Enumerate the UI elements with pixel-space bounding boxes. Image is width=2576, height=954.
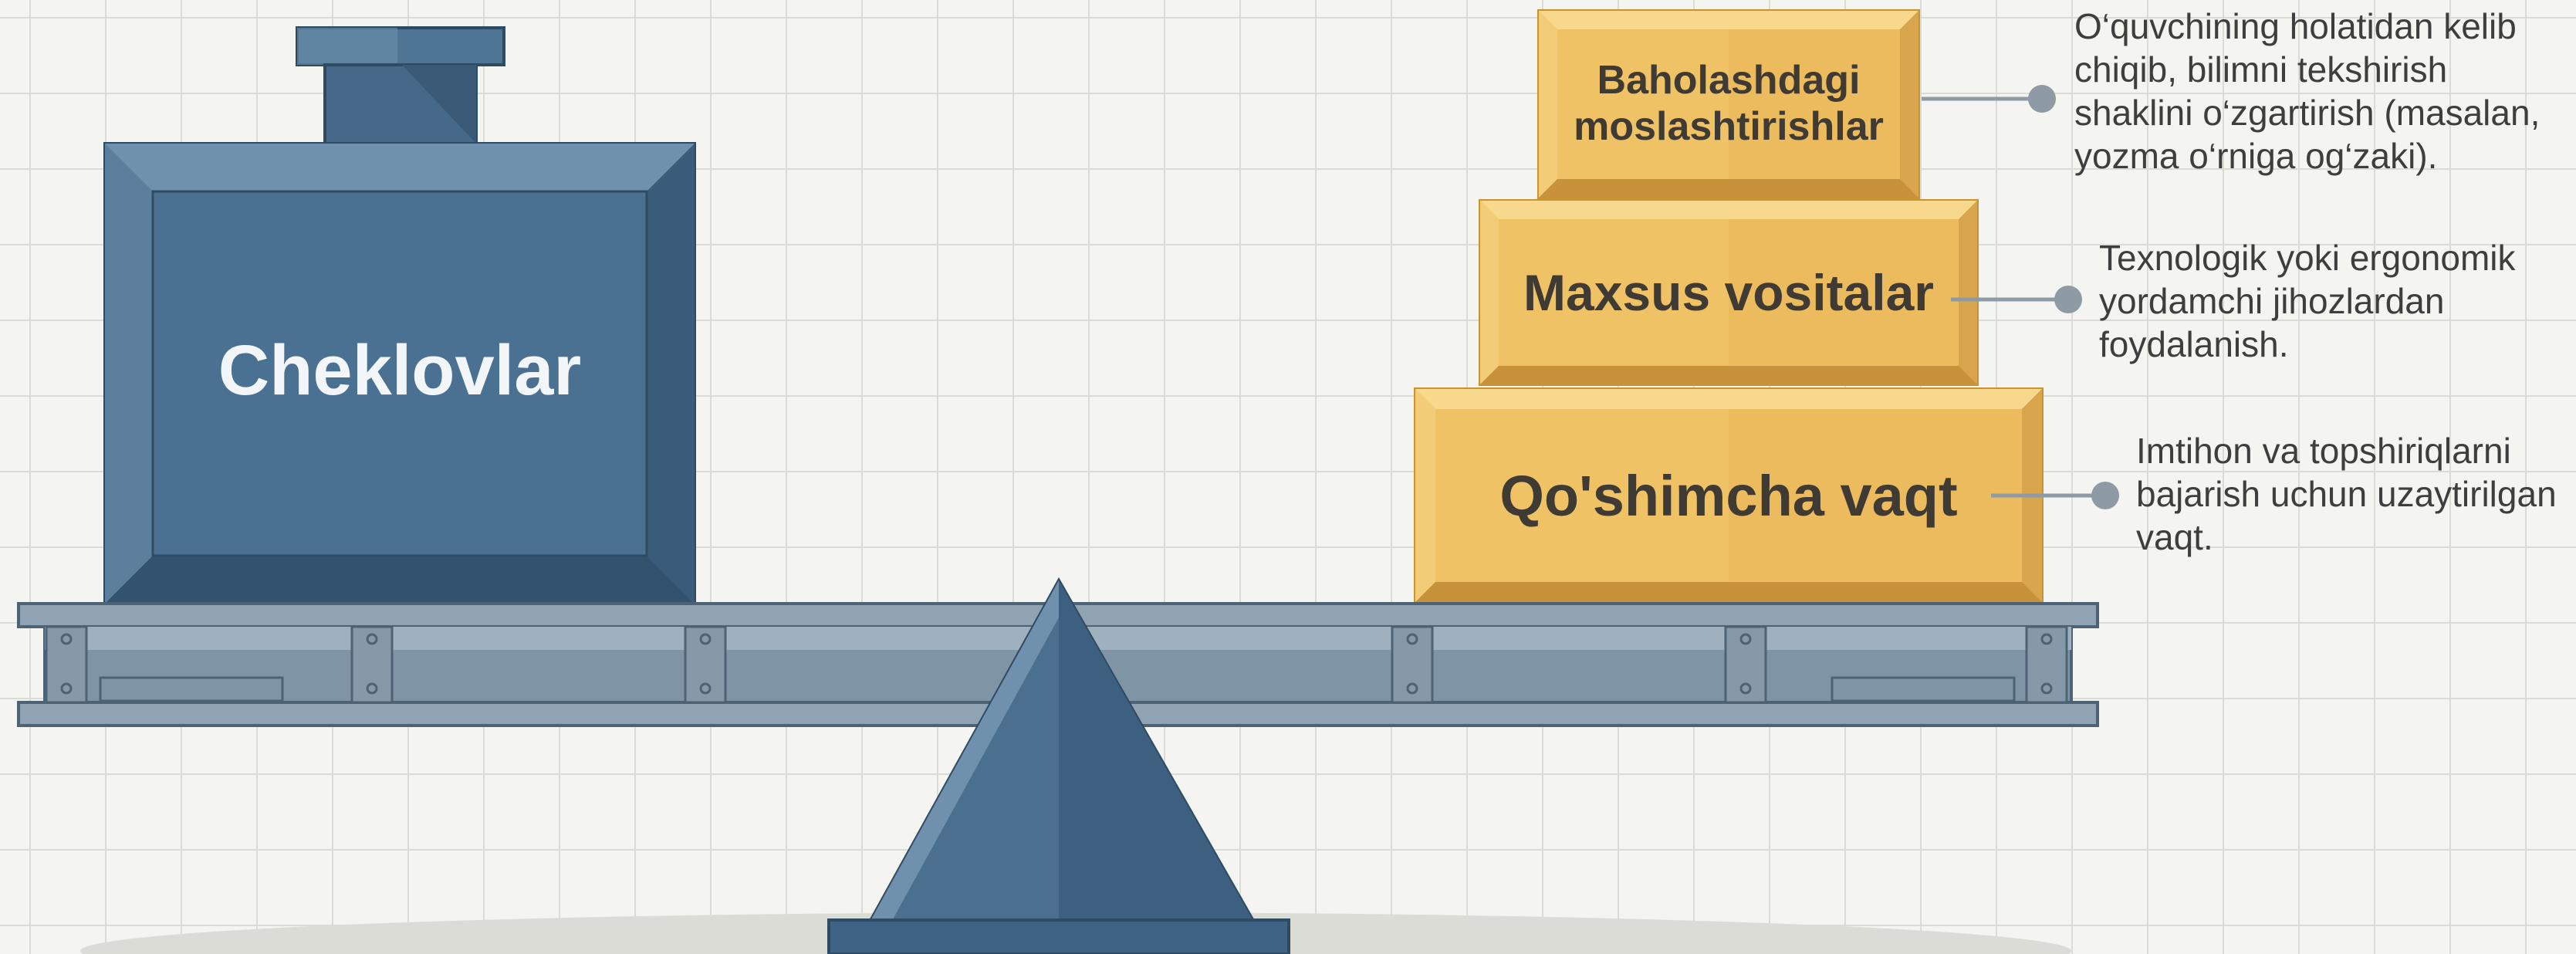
weight-block (103, 26, 696, 605)
note-tools: Texnologik yoki ergonomik yordamchi jiho… (2099, 238, 2516, 365)
block-label-time: Qo'shimcha vaqt (1499, 463, 1958, 528)
annotation-connectors (1922, 85, 2119, 509)
note-time: Imtihon va topshiriqlarni bajarish uchun… (2136, 431, 2557, 558)
weight-label: Cheklovlar (218, 330, 582, 410)
block-label-assessment: Baholashdagi moslashtirishlar (1574, 58, 1884, 149)
block-special-tools (1479, 199, 1979, 386)
note-assessment: O‘quvchining holatidan kelib chiqib, bil… (2074, 6, 2541, 177)
fulcrum (827, 577, 1290, 954)
block-label-tools: Maxsus vositalar (1523, 264, 1934, 321)
block-assessment-adjustments (1537, 9, 1920, 199)
block-extra-time (1414, 387, 2044, 604)
